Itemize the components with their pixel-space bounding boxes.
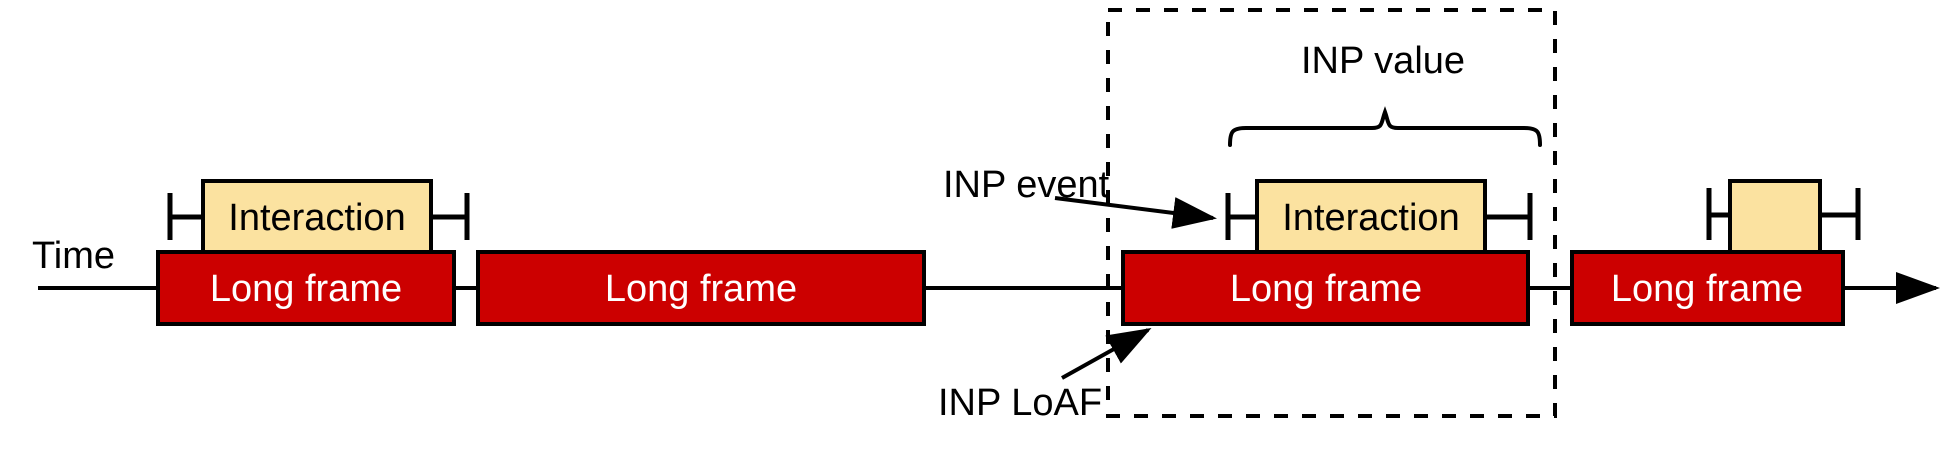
inp-loaf-label: INP LoAF: [938, 382, 1102, 424]
long-frame-2-box[interactable]: [476, 250, 926, 326]
long-frame-group-2: Long frame: [476, 250, 926, 326]
interaction-3-box[interactable]: [1728, 179, 1822, 255]
long-frame-3-label: Long frame: [1230, 268, 1422, 310]
inp-value-label: INP value: [1301, 40, 1465, 82]
long-frame-group-1: Long frame: [156, 250, 456, 326]
long-frame-1-label: Long frame: [210, 268, 402, 310]
interaction-2-label: Interaction: [1282, 197, 1459, 239]
inp-event-label: INP event: [943, 164, 1110, 206]
long-frame-4-box[interactable]: [1570, 250, 1845, 326]
interaction-1-label: Interaction: [228, 197, 405, 239]
inp-loaf-arrow: [1061, 328, 1152, 380]
long-frame-group-3: Long frame: [1121, 250, 1530, 326]
interaction-group-1: Interaction: [167, 179, 470, 255]
long-frame-1-box[interactable]: [156, 250, 456, 326]
time-axis-label: Time: [32, 235, 115, 277]
inp-event-arrow: [1054, 196, 1217, 229]
inp-highlight-dashed-box: [1106, 8, 1557, 418]
long-frame-group-4: Long frame: [1570, 250, 1845, 326]
inp-event-annotation: INP event: [943, 164, 1217, 229]
long-frame-3-box[interactable]: [1121, 250, 1530, 326]
interaction-group-2: Interaction: [1225, 179, 1533, 255]
long-frame-4-label: Long frame: [1611, 268, 1803, 310]
long-frame-2-label: Long frame: [605, 268, 797, 310]
inp-value-brace: [1228, 106, 1542, 147]
inp-loaf-annotation: INP LoAF: [938, 328, 1152, 424]
interaction-group-3: [1706, 179, 1861, 255]
inp-value-annotation: INP value: [1228, 40, 1542, 147]
